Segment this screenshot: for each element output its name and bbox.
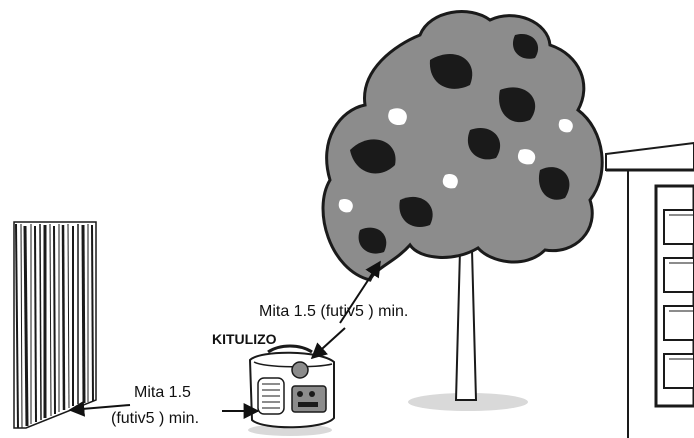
fence-icon — [13, 221, 97, 429]
generator-icon — [248, 344, 335, 436]
tree-icon — [321, 10, 604, 411]
fence-clearance-label-line1: Mita 1.5 — [134, 384, 191, 401]
generator-label: KITULIZO — [212, 331, 277, 347]
arrow-icon — [68, 260, 381, 419]
tree-clearance-label: Mita 1.5 (futiv5 ) min. — [259, 303, 409, 320]
building-icon — [605, 141, 694, 438]
fence-clearance-label-line2: (futiv5 ) min. — [111, 410, 200, 427]
